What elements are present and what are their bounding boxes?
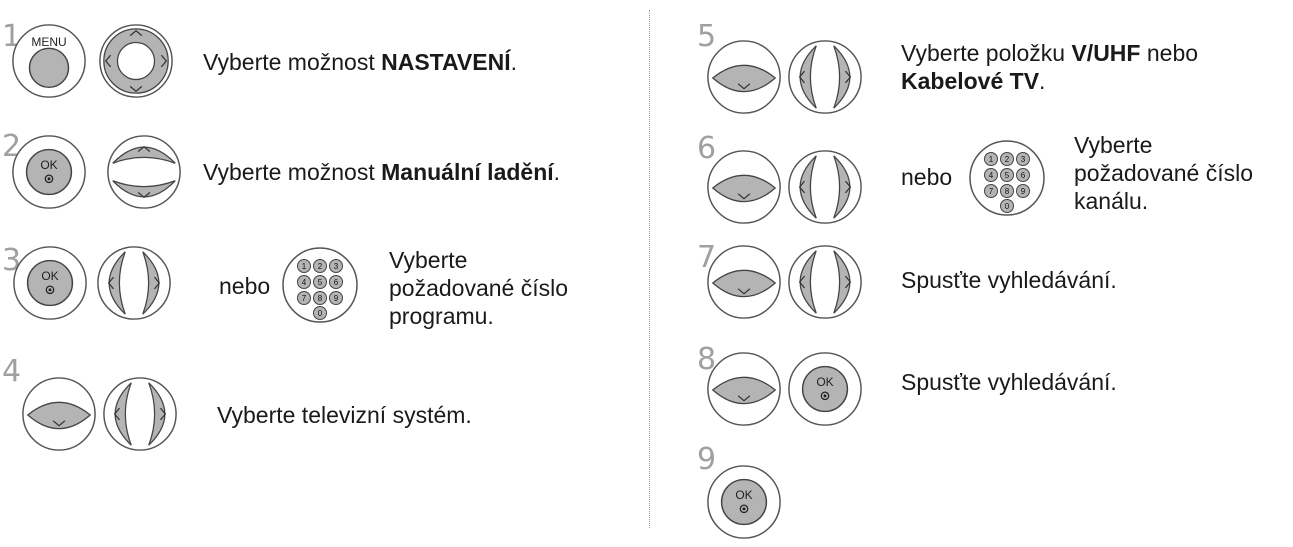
digit-key-9[interactable]: 9	[1016, 184, 1030, 198]
svg-text:7: 7	[989, 187, 994, 196]
step-6-line-3: kanálu.	[1074, 188, 1149, 214]
step-6-line-1: Vyberte	[1074, 132, 1153, 158]
left-right-arrows-icon[interactable]	[786, 148, 864, 226]
digit-key-2[interactable]: 2	[1000, 152, 1014, 166]
svg-text:5: 5	[1005, 171, 1010, 180]
ok-label: OK	[40, 158, 58, 172]
ok-button[interactable]: OK	[786, 350, 864, 428]
svg-text:7: 7	[302, 294, 307, 303]
ok-button[interactable]: OK	[705, 463, 783, 541]
svg-text:6: 6	[1021, 171, 1026, 180]
left-right-arrows-icon[interactable]	[786, 243, 864, 321]
ok-button[interactable]: OK	[10, 133, 88, 211]
svg-text:2: 2	[1005, 155, 1010, 164]
digit-key-3[interactable]: 3	[1016, 152, 1030, 166]
step-number: 6	[697, 131, 717, 166]
step-number: 7	[697, 240, 717, 275]
nav-4way-icon[interactable]	[97, 22, 175, 100]
digit-key-8[interactable]: 8	[313, 291, 327, 305]
menu-button[interactable]: MENU	[10, 22, 88, 100]
step-7-instruction: Spusťte vyhledávání.	[901, 267, 1117, 293]
digit-key-7[interactable]: 7	[984, 184, 998, 198]
svg-text:4: 4	[989, 171, 994, 180]
ok-button[interactable]: OK	[11, 244, 89, 322]
svg-text:8: 8	[318, 294, 323, 303]
digit-key-4[interactable]: 4	[297, 275, 311, 289]
svg-text:5: 5	[318, 278, 323, 287]
nebo-label: nebo	[219, 273, 271, 299]
step-5-line-2: Kabelové TV.	[901, 68, 1046, 94]
step-4-instruction: Vyberte televizní systém.	[217, 402, 472, 428]
nebo-label: nebo	[901, 164, 953, 190]
svg-text:2: 2	[318, 262, 323, 271]
step-number: 9	[697, 442, 717, 477]
digit-key-4[interactable]: 4	[984, 168, 998, 182]
menu-label: MENU	[31, 35, 67, 49]
step-6-line-2: požadované číslo	[1074, 160, 1254, 186]
column-divider	[649, 10, 650, 528]
svg-text:6: 6	[334, 278, 339, 287]
svg-text:1: 1	[302, 262, 307, 271]
digit-key-1[interactable]: 1	[297, 259, 311, 273]
digit-key-6[interactable]: 6	[1016, 168, 1030, 182]
step-number: 2	[2, 129, 22, 164]
step-3-line-3: programu.	[389, 303, 494, 329]
svg-text:4: 4	[302, 278, 307, 287]
step-8-instruction: Spusťte vyhledávání.	[901, 369, 1117, 395]
down-arrow-icon[interactable]	[705, 243, 783, 321]
digit-key-1[interactable]: 1	[984, 152, 998, 166]
svg-text:8: 8	[1005, 187, 1010, 196]
down-arrow-icon[interactable]	[20, 375, 98, 453]
down-arrow-icon[interactable]	[705, 148, 783, 226]
digit-key-5[interactable]: 5	[313, 275, 327, 289]
svg-text:3: 3	[1021, 155, 1026, 164]
left-right-arrows-icon[interactable]	[786, 38, 864, 116]
digit-key-9[interactable]: 9	[329, 291, 343, 305]
down-arrow-icon[interactable]	[705, 350, 783, 428]
digit-key-8[interactable]: 8	[1000, 184, 1014, 198]
digit-key-0[interactable]: 0	[313, 306, 327, 320]
digit-key-7[interactable]: 7	[297, 291, 311, 305]
svg-text:0: 0	[1005, 202, 1010, 211]
step-3-line-1: Vyberte	[389, 247, 468, 273]
step-number: 1	[2, 19, 22, 54]
left-right-arrows-icon[interactable]	[95, 244, 173, 322]
svg-text:3: 3	[334, 262, 339, 271]
svg-text:0: 0	[318, 309, 323, 318]
digit-key-2[interactable]: 2	[313, 259, 327, 273]
down-arrow-icon[interactable]	[705, 38, 783, 116]
step-number: 5	[697, 19, 717, 54]
digit-key-0[interactable]: 0	[1000, 199, 1014, 213]
ok-label: OK	[816, 375, 834, 389]
svg-text:9: 9	[334, 294, 339, 303]
up-down-arrows-icon[interactable]	[105, 133, 183, 211]
digit-key-5[interactable]: 5	[1000, 168, 1014, 182]
ok-label: OK	[735, 488, 753, 502]
step-2-instruction: Vyberte možnost Manuální ladění.	[203, 159, 561, 185]
step-3-line-2: požadované číslo	[389, 275, 569, 301]
step-number: 3	[2, 243, 22, 278]
step-1-instruction: Vyberte možnost NASTAVENÍ.	[203, 49, 518, 75]
step-number: 8	[697, 342, 717, 377]
digit-key-6[interactable]: 6	[329, 275, 343, 289]
ok-label: OK	[41, 269, 59, 283]
digit-key-3[interactable]: 3	[329, 259, 343, 273]
step-number: 4	[2, 354, 22, 389]
left-right-arrows-icon[interactable]	[101, 375, 179, 453]
svg-text:1: 1	[989, 155, 994, 164]
svg-text:9: 9	[1021, 187, 1026, 196]
step-5-line-1: Vyberte položku V/UHF nebo	[901, 40, 1199, 66]
